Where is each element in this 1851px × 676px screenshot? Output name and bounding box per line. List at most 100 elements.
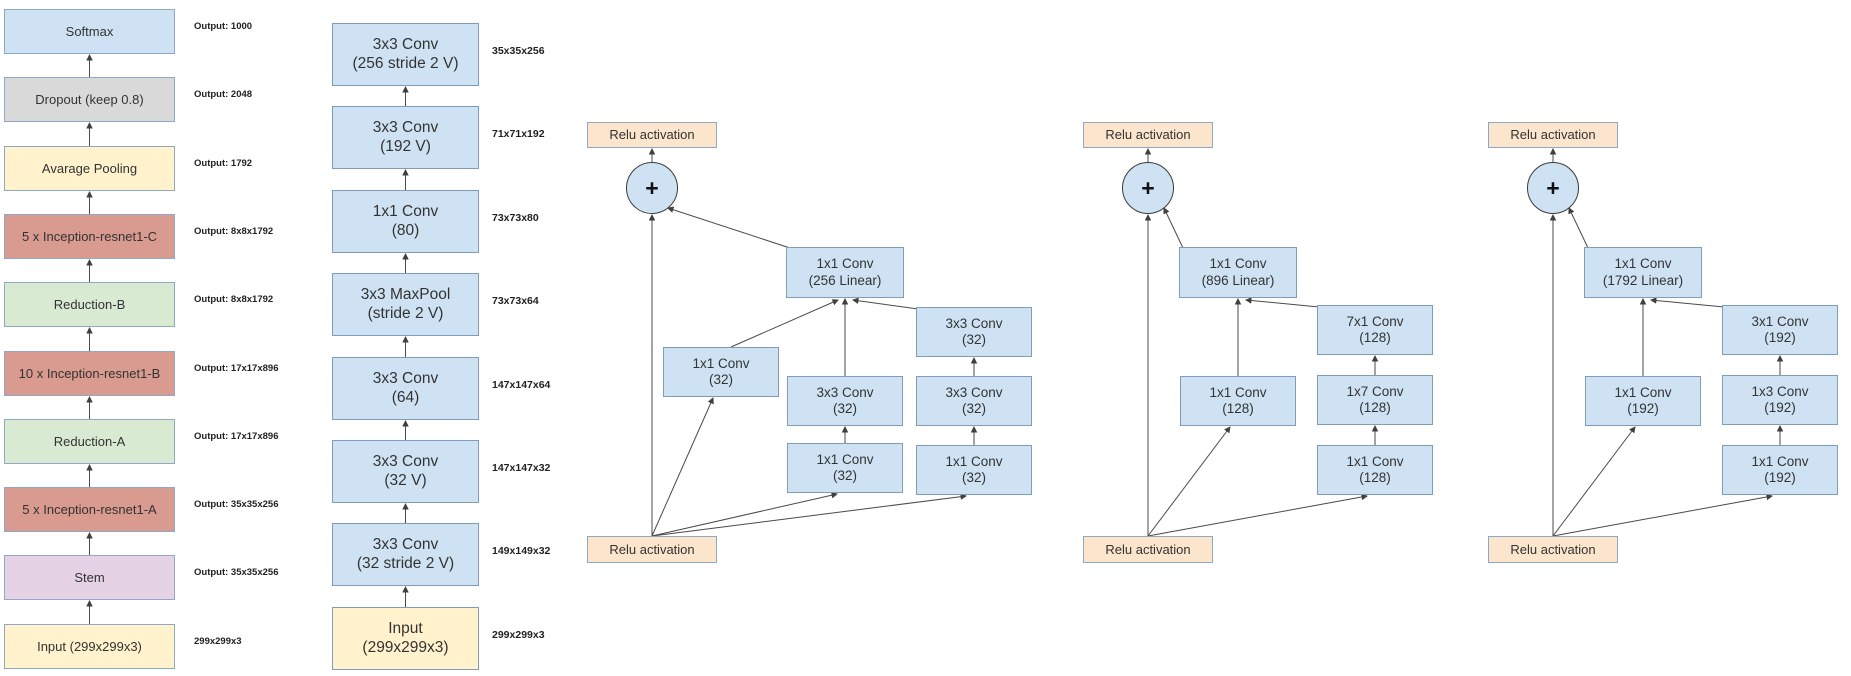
residual-add-node: +	[1527, 162, 1579, 214]
node-sublabel: (1792 Linear)	[1602, 272, 1684, 288]
conv-box-1x1-conv-128: 1x1 Conv(128)	[1317, 445, 1433, 495]
node-sublabel: (192)	[1764, 470, 1796, 485]
node-sublabel: (192)	[1627, 401, 1659, 416]
block-reduction-b: Reduction-B	[4, 282, 175, 327]
conv-box-1x1-conv-1792-linear: 1x1 Conv(1792 Linear)	[1584, 247, 1702, 298]
node-sublabel: (32 stride 2 V)	[356, 554, 455, 572]
relu-activation-top-box: Relu activation	[1083, 122, 1213, 148]
output-label: Output: 2048	[194, 89, 253, 100]
node-sublabel: (64)	[391, 388, 420, 406]
node-sublabel: (32 V)	[384, 471, 427, 489]
node-sublabel: (256 Linear)	[808, 272, 882, 288]
block-reduction-a: Reduction-A	[4, 419, 175, 464]
node-label: Input (299x299x3)	[37, 638, 142, 654]
node-label: Relu activation	[609, 127, 695, 143]
stem-block-1x1-conv-80: 1x1 Conv(80)	[332, 190, 479, 253]
output-label: Output: 35x35x256	[194, 499, 279, 510]
stem-block-3x3-conv-192-v: 3x3 Conv(192 V)	[332, 106, 479, 169]
stem-block-3x3-conv-32-stride-2-v: 3x3 Conv(32 stride 2 V)	[332, 523, 479, 586]
output-label: Output: 17x17x896	[194, 431, 279, 442]
dimension-label: 73x73x64	[492, 295, 539, 307]
node-label: 3x3 Conv	[372, 35, 439, 53]
node-label: Reduction-B	[53, 296, 126, 312]
dimension-label: 73x73x80	[492, 212, 539, 224]
block-10-x-inception-resnet1-b: 10 x Inception-resnet1-B	[4, 351, 175, 396]
node-label: Stem	[74, 569, 105, 585]
node-sublabel: (256 stride 2 V)	[352, 54, 459, 72]
block-input-299x299x3: Input (299x299x3)	[4, 624, 175, 669]
node-sublabel: (128)	[1359, 470, 1391, 485]
conv-box-3x3-conv-32: 3x3 Conv(32)	[916, 376, 1032, 426]
conv-box-1x1-conv-32: 1x1 Conv(32)	[663, 347, 779, 397]
block-5-x-inception-resnet1-a: 5 x Inception-resnet1-A	[4, 487, 175, 532]
relu-activation-top-box: Relu activation	[587, 122, 717, 148]
node-label: 5 x Inception-resnet1-C	[21, 228, 158, 244]
node-label: 1x1 Conv	[816, 256, 874, 272]
stem-block-3x3-conv-32-v: 3x3 Conv(32 V)	[332, 440, 479, 503]
node-label: 3x3 Conv	[372, 369, 439, 387]
node-label: 1x1 Conv	[945, 453, 1003, 469]
conv-box-3x3-conv-32: 3x3 Conv(32)	[916, 307, 1032, 357]
node-label: Relu activation	[1510, 127, 1596, 143]
conv-box-1x3-conv-192: 1x3 Conv(192)	[1722, 375, 1838, 425]
output-label: Output: 35x35x256	[194, 567, 279, 578]
node-label: 3x3 Conv	[945, 384, 1003, 400]
conv-box-1x1-conv-192: 1x1 Conv(192)	[1585, 376, 1701, 426]
node-sublabel: (32)	[708, 372, 733, 387]
node-label: 3x3 Conv	[372, 118, 439, 136]
node-label: 1x1 Conv	[692, 355, 750, 371]
block-stem: Stem	[4, 555, 175, 600]
dimension-label: 147x147x32	[492, 462, 551, 474]
flow-arrow	[667, 206, 791, 249]
conv-box-1x7-conv-128: 1x7 Conv(128)	[1317, 375, 1433, 425]
stem-block-input-299x299x3: Input(299x299x3)	[332, 607, 479, 670]
node-label: 1x1 Conv	[1614, 256, 1672, 272]
plus-icon: +	[645, 174, 659, 201]
node-label: Softmax	[65, 23, 114, 39]
flow-arrow	[1552, 493, 1773, 537]
node-label: 1x1 Conv	[816, 451, 874, 467]
node-label: Reduction-A	[53, 433, 126, 449]
conv-box-1x1-conv-32: 1x1 Conv(32)	[916, 445, 1032, 495]
node-sublabel: (192 V)	[380, 137, 431, 155]
conv-box-3x3-conv-32: 3x3 Conv(32)	[787, 376, 903, 426]
node-sublabel: (32)	[961, 470, 986, 485]
residual-add-node: +	[626, 162, 678, 214]
stem-block-3x3-conv-64: 3x3 Conv(64)	[332, 357, 479, 420]
residual-add-node: +	[1122, 162, 1174, 214]
node-label: 1x3 Conv	[1751, 383, 1809, 399]
node-label: 1x1 Conv	[1209, 384, 1267, 400]
relu-activation-bottom-box: Relu activation	[587, 536, 717, 563]
node-label: 3x3 Conv	[816, 384, 874, 400]
node-label: Input	[388, 619, 423, 637]
block-5-x-inception-resnet1-c: 5 x Inception-resnet1-C	[4, 214, 175, 259]
plus-icon: +	[1141, 174, 1155, 201]
node-sublabel: (32)	[961, 332, 986, 347]
relu-activation-bottom-box: Relu activation	[1488, 536, 1618, 563]
node-sublabel: (80)	[391, 221, 420, 239]
relu-activation-top-box: Relu activation	[1488, 122, 1618, 148]
output-label: Output: 8x8x1792	[194, 226, 274, 237]
dimension-label: 147x147x64	[492, 379, 551, 391]
flow-arrow	[1568, 207, 1589, 249]
output-label: Output: 8x8x1792	[194, 294, 274, 305]
output-label: Output: 1000	[194, 21, 253, 32]
node-sublabel: (32)	[832, 401, 857, 416]
node-label: 3x3 Conv	[372, 452, 439, 470]
node-sublabel: (192)	[1764, 400, 1796, 415]
flow-arrow	[1163, 207, 1184, 249]
output-label: Output: 17x17x896	[194, 363, 279, 374]
node-label: 3x3 MaxPool	[360, 285, 451, 303]
node-label: Avarage Pooling	[41, 160, 138, 176]
node-label: 3x1 Conv	[1751, 313, 1809, 329]
node-label: 1x1 Conv	[1614, 384, 1672, 400]
node-sublabel: (896 Linear)	[1201, 272, 1275, 288]
node-sublabel: (32)	[832, 468, 857, 483]
flow-arrow	[730, 299, 839, 348]
flow-arrow	[1552, 426, 1636, 537]
